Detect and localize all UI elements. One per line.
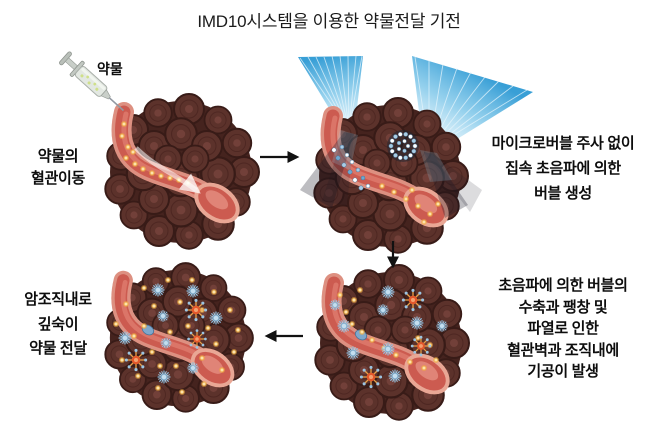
tumor-step3 — [315, 265, 469, 420]
caption-step3: 초음파에 의한 버블의 수축과 팽창 및 파열로 인한 혈관벽과 조직내에 기공… — [498, 277, 628, 380]
page-title: IMD10시스템을 이용한 약물전달 기전 — [197, 12, 461, 31]
caption-step4: 암조직내로 깊숙이 약물 전달 — [24, 291, 92, 357]
bubble-cluster-icon — [331, 144, 371, 191]
bubble-cluster-icon — [387, 130, 419, 162]
tumor-step4 — [105, 263, 253, 412]
caption-step1: 약물의 혈관이동 — [30, 148, 85, 187]
tumor-step1 — [105, 94, 259, 249]
syringe-label: 약물 — [97, 61, 123, 77]
caption-step2: 마이크로버블 주사 없이 집속 초음파에 의한 버블 생성 — [491, 135, 635, 202]
flow-arrow-in-vessel — [134, 146, 201, 194]
tumor-step2 — [300, 98, 482, 253]
syringe-icon — [59, 51, 124, 112]
